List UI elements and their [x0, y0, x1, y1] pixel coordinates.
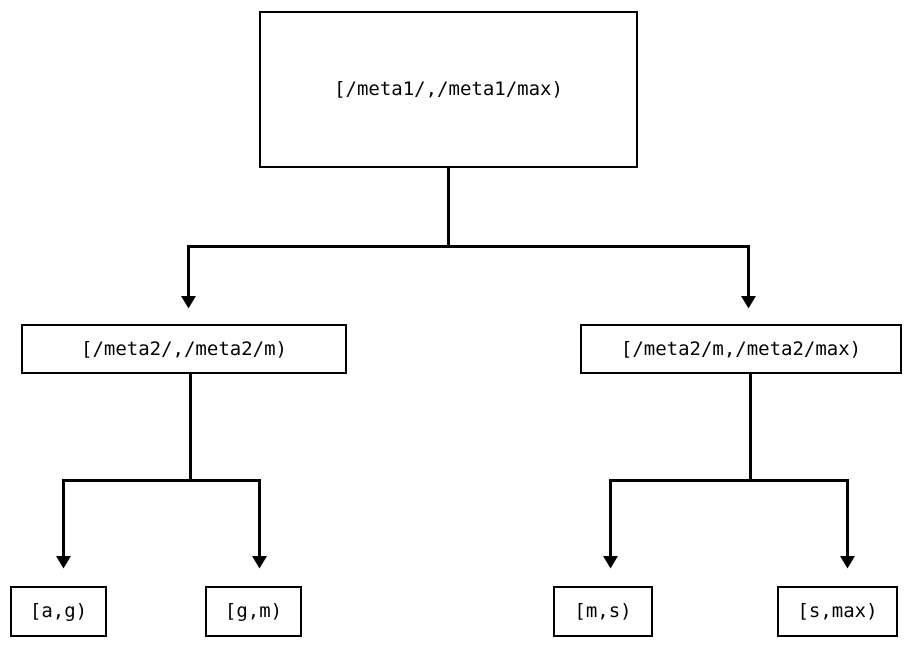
tree-node-leaf-3[interactable]: [m,s) — [553, 586, 653, 637]
edge-root-to-middle — [187, 168, 750, 296]
edge-midright-to-leaves — [609, 374, 849, 556]
tree-node-leaf-3-label: [m,s) — [574, 600, 632, 622]
edge-midleft-to-leaves — [62, 374, 261, 556]
tree-node-leaf-2[interactable]: [g,m) — [205, 586, 302, 637]
tree-node-mid-right-label: [/meta2/m,/meta2/max) — [620, 337, 862, 360]
tree-node-root-label: [/meta1/,/meta1/max) — [334, 78, 563, 100]
tree-node-leaf-2-label: [g,m) — [224, 600, 283, 622]
tree-node-leaf-1-label: [a,g) — [29, 600, 88, 622]
tree-node-mid-left[interactable]: [/meta2/,/meta2/m) — [21, 324, 347, 374]
tree-node-mid-right[interactable]: [/meta2/m,/meta2/max) — [580, 324, 902, 374]
tree-node-leaf-4-label: [s,max) — [797, 600, 878, 622]
arrowhead-icon-to-leaf-2 — [252, 556, 267, 569]
arrowhead-icon-to-leaf-3 — [603, 556, 618, 569]
arrowhead-icon-to-leaf-1 — [56, 556, 71, 569]
tree-node-leaf-1[interactable]: [a,g) — [10, 586, 107, 637]
arrowhead-icon-to-mid-left — [181, 296, 196, 309]
tree-node-root[interactable]: [/meta1/,/meta1/max) — [259, 11, 638, 168]
tree-node-leaf-4[interactable]: [s,max) — [777, 586, 898, 637]
arrowhead-icon-to-mid-right — [741, 296, 756, 309]
tree-node-mid-left-label: [/meta2/,/meta2/m) — [81, 337, 287, 360]
arrowhead-icon-to-leaf-4 — [840, 556, 855, 569]
